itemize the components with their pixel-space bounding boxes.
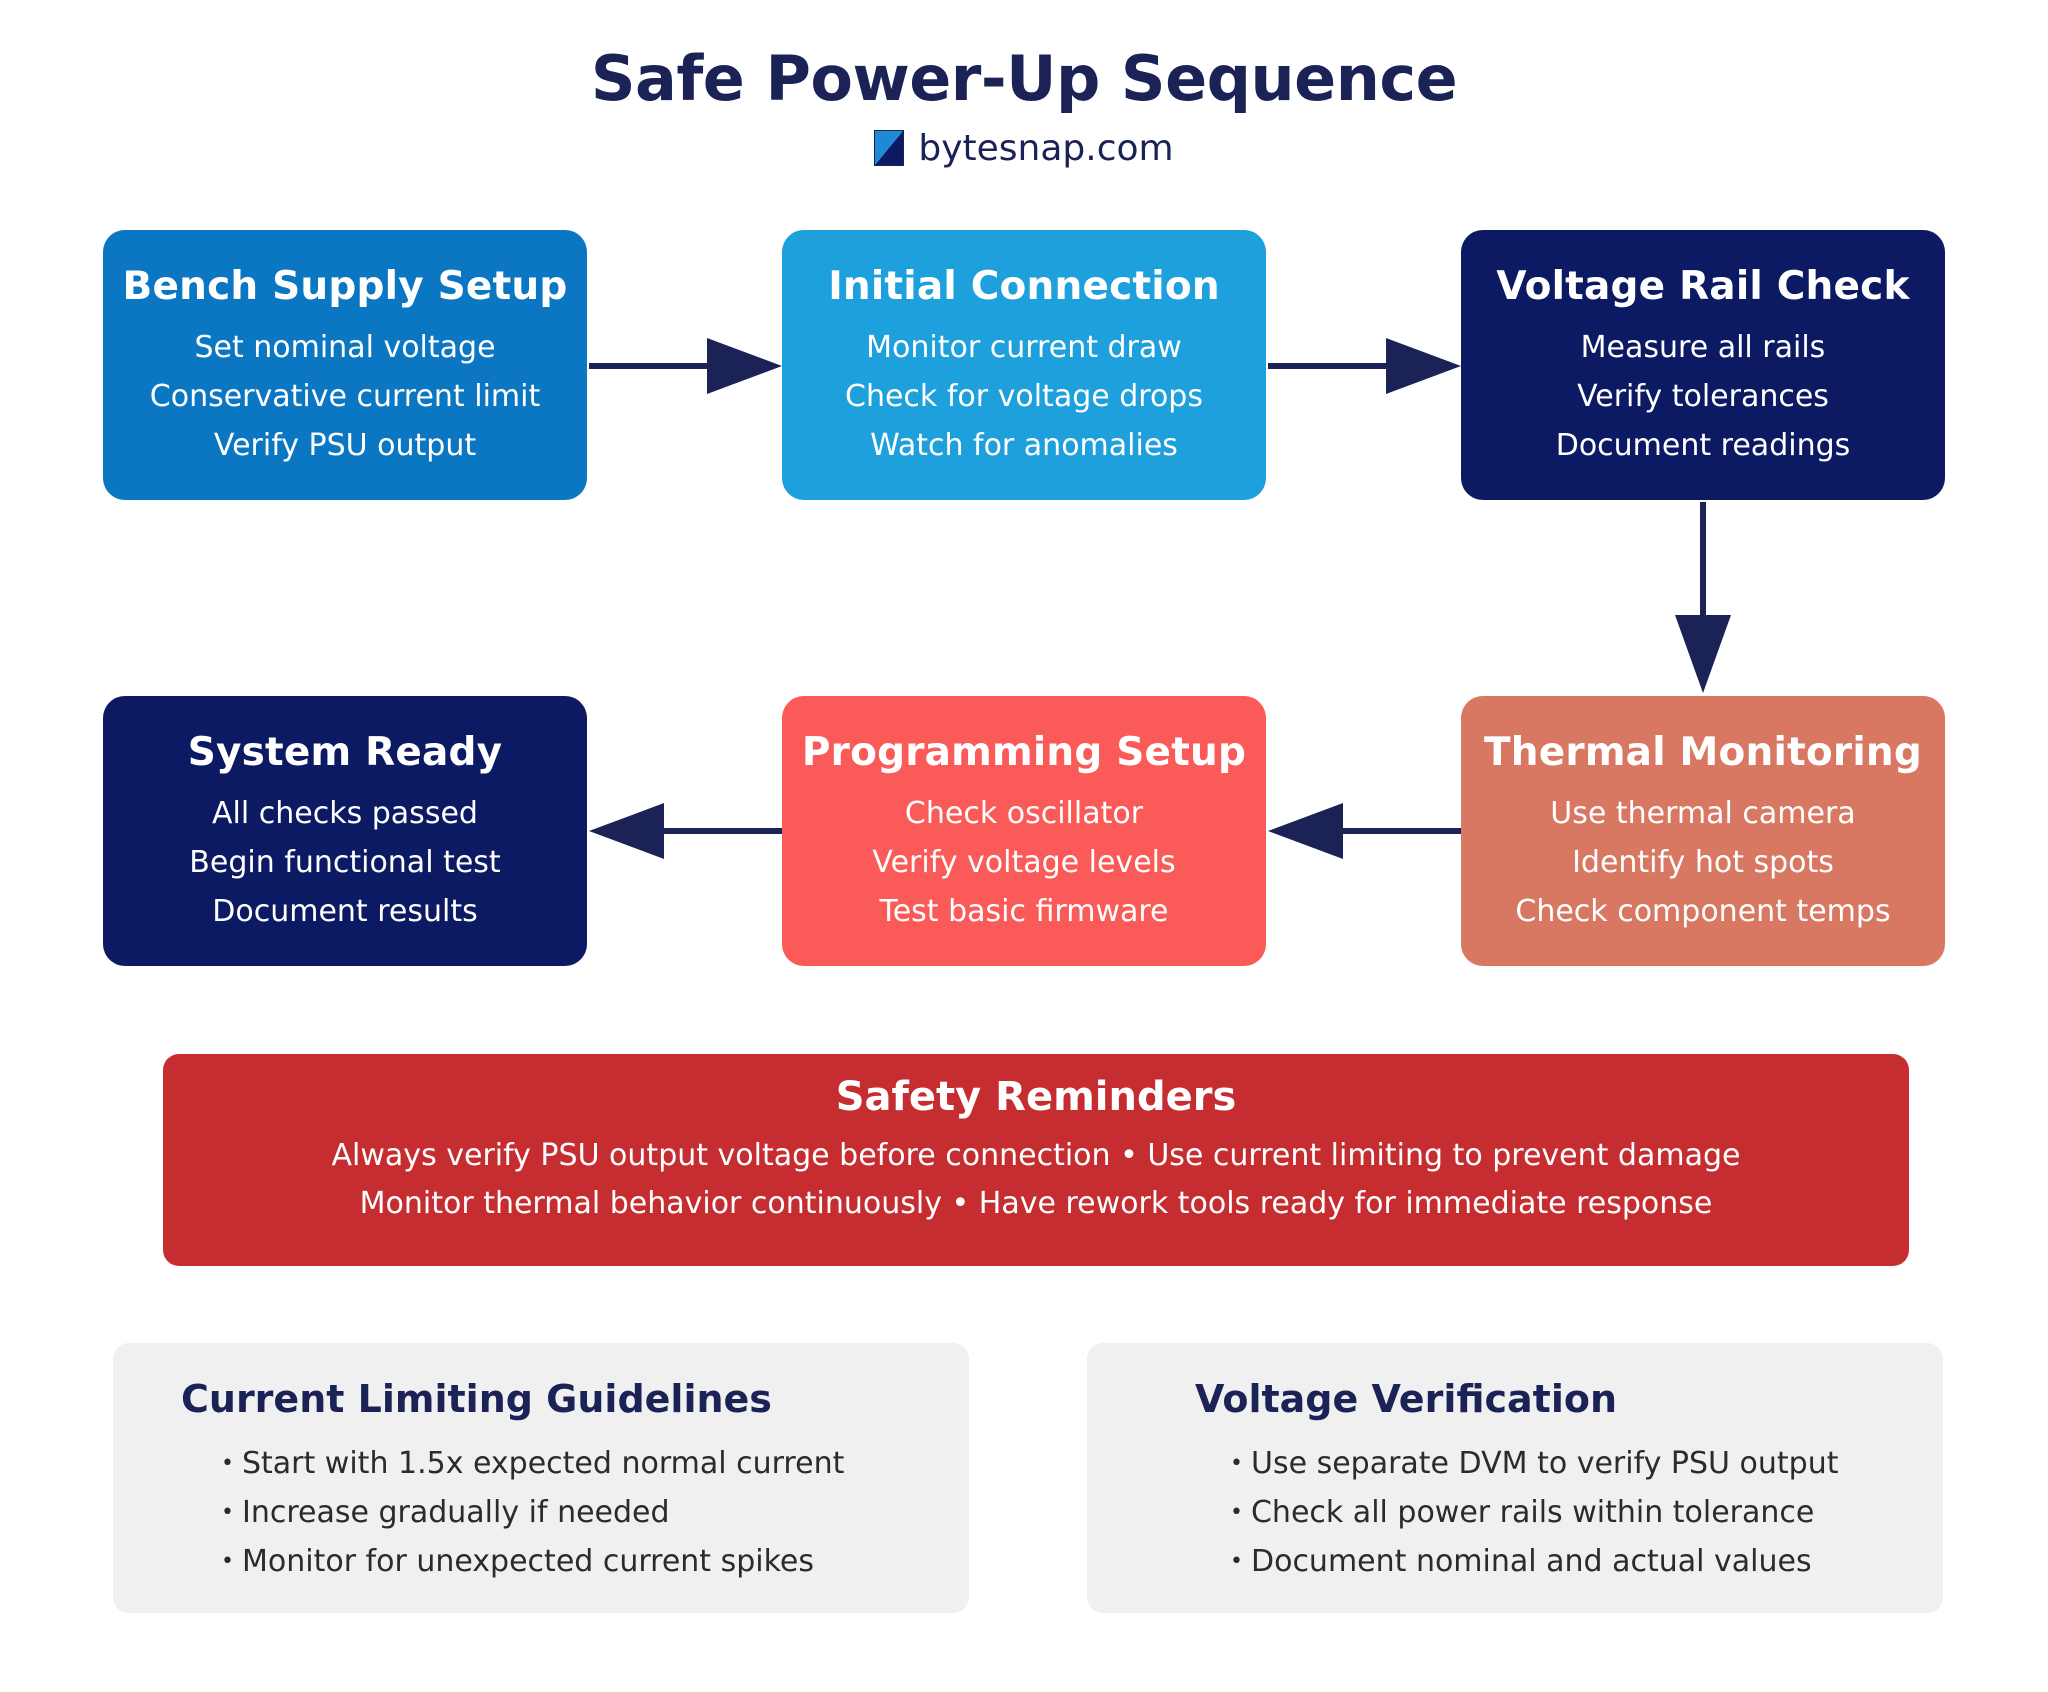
list-item: Monitor for unexpected current spikes (221, 1537, 844, 1586)
step-line: Conservative current limit (149, 379, 541, 414)
list-item: Start with 1.5x expected normal current (221, 1439, 844, 1488)
step-line: Begin functional test (189, 845, 501, 880)
arrow-programming-to-system (589, 803, 782, 859)
step-line: Check oscillator (904, 796, 1144, 831)
list-item: Use separate DVM to verify PSU output (1230, 1439, 1839, 1488)
list-item: Check all power rails within tolerance (1230, 1488, 1839, 1537)
step-line: Check for voltage drops (845, 379, 1203, 414)
step-line: Check component temps (1515, 894, 1891, 929)
step-line: Document results (212, 894, 478, 929)
step-title: Thermal Monitoring (1483, 730, 1922, 775)
safety-reminders-banner: Safety Reminders Always verify PSU outpu… (163, 1054, 1909, 1266)
panel-list: Use separate DVM to verify PSU output Ch… (1230, 1439, 1839, 1586)
brand: bytesnap.com (0, 128, 2048, 169)
step-line: Verify voltage levels (872, 845, 1176, 880)
panel-title: Voltage Verification (1195, 1377, 1618, 1421)
panel-list: Start with 1.5x expected normal current … (221, 1439, 844, 1586)
step-line: Measure all rails (1580, 330, 1826, 365)
safety-line: Always verify PSU output voltage before … (331, 1138, 1741, 1173)
step-line: Verify PSU output (213, 428, 477, 463)
safety-title: Safety Reminders (835, 1074, 1237, 1120)
list-item: Document nominal and actual values (1230, 1537, 1839, 1586)
arrow-thermal-to-programming (1268, 803, 1461, 859)
step-line: Set nominal voltage (194, 330, 496, 365)
step-title: Programming Setup (801, 730, 1247, 775)
brand-label: bytesnap.com (918, 128, 1174, 169)
step-title: System Ready (187, 730, 503, 775)
step-bench-supply-setup: Bench Supply Setup Set nominal voltage C… (103, 230, 587, 500)
list-item: Increase gradually if needed (221, 1488, 844, 1537)
step-title: Bench Supply Setup (122, 264, 568, 309)
step-system-ready: System Ready All checks passed Begin fun… (103, 696, 587, 966)
step-initial-connection: Initial Connection Monitor current draw … (782, 230, 1266, 500)
step-programming-setup: Programming Setup Check oscillator Verif… (782, 696, 1266, 966)
step-title: Initial Connection (828, 264, 1220, 309)
step-line: All checks passed (212, 796, 478, 831)
step-line: Identify hot spots (1572, 845, 1834, 880)
step-title: Voltage Rail Check (1496, 264, 1910, 309)
arrow-bench-to-initial (589, 338, 782, 394)
step-line: Monitor current draw (866, 330, 1182, 365)
step-line: Test basic firmware (879, 894, 1169, 929)
bytesnap-logo-icon (874, 130, 905, 166)
step-voltage-rail-check: Voltage Rail Check Measure all rails Ver… (1461, 230, 1945, 500)
current-limiting-panel: Current Limiting Guidelines Start with 1… (113, 1343, 969, 1613)
step-line: Verify tolerances (1577, 379, 1829, 414)
arrow-voltage-to-thermal (1675, 502, 1731, 693)
page-title: Safe Power-Up Sequence (590, 42, 1458, 115)
step-thermal-monitoring: Thermal Monitoring Use thermal camera Id… (1461, 696, 1945, 966)
safety-line: Monitor thermal behavior continuously • … (359, 1186, 1713, 1221)
step-line: Document readings (1555, 428, 1851, 463)
arrow-initial-to-voltage (1268, 338, 1461, 394)
voltage-verification-panel: Voltage Verification Use separate DVM to… (1087, 1343, 1943, 1613)
step-line: Watch for anomalies (870, 428, 1178, 463)
step-line: Use thermal camera (1550, 796, 1856, 831)
panel-title: Current Limiting Guidelines (181, 1377, 772, 1421)
